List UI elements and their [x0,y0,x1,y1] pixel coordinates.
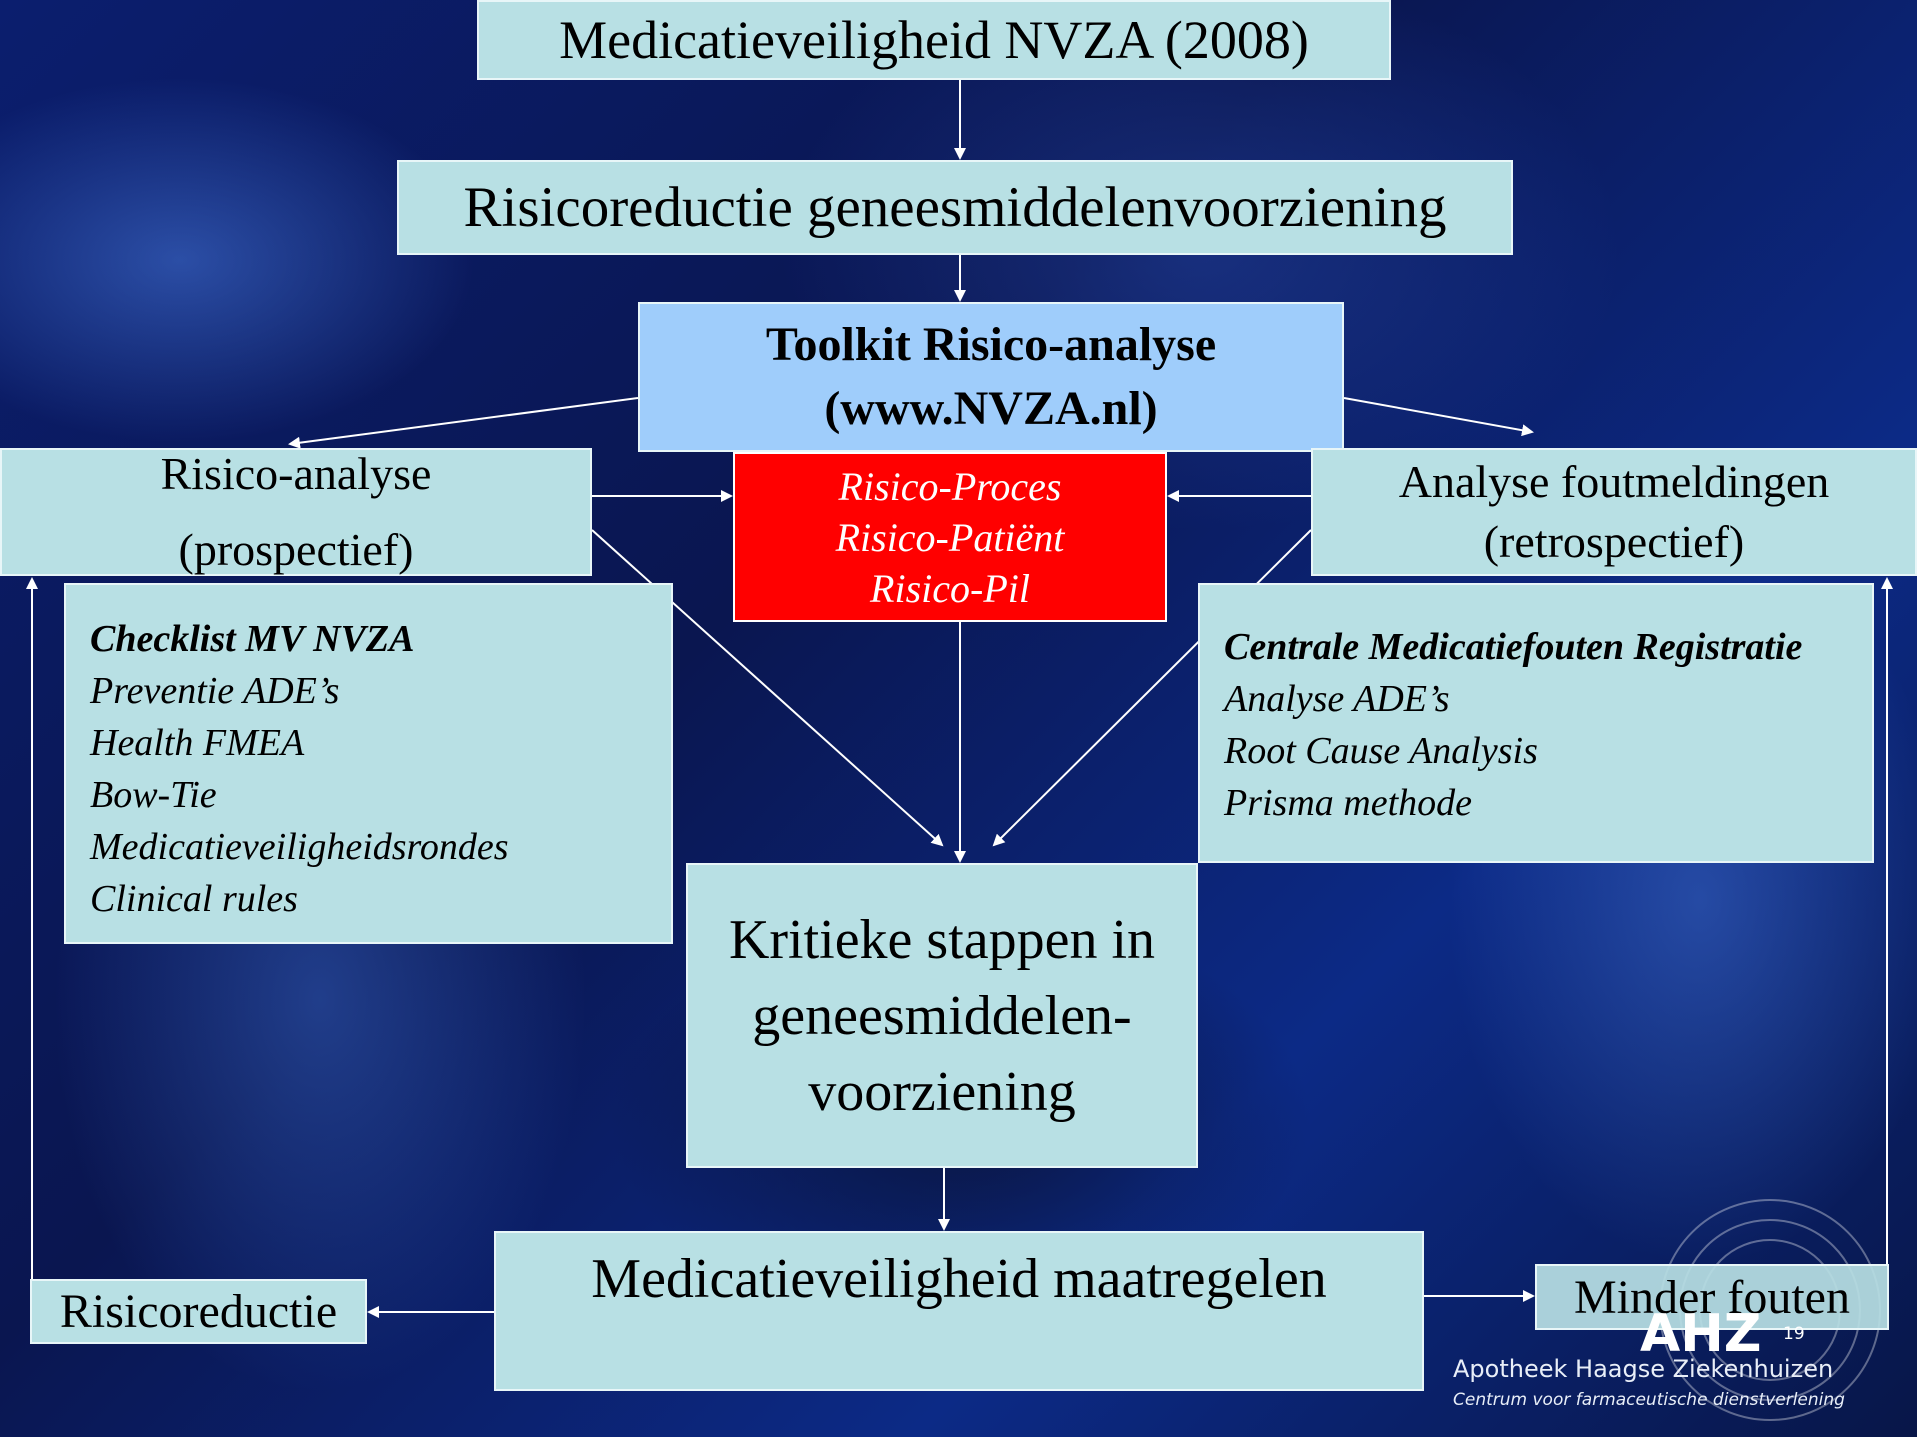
kritiek-line1: Kritieke stappen in [728,908,1156,971]
list-item: Checklist MV NVZA [90,618,415,660]
diagram-title-text: Medicatieveiligheid NVZA (2008) [559,10,1309,70]
minder-fouten-box: Minder fouten [1535,1264,1889,1330]
risk-types-box: Risico-Proces Risico-Patiënt Risico-Pil [733,452,1167,622]
risicoreductie-header-text: Risicoreductie geneesmiddelenvoorziening [463,176,1447,239]
list-item: Prisma methode [1224,782,1473,824]
arrow-right-to-kritiek [992,529,1312,847]
list-item: Health FMEA [90,722,305,764]
toolkit-line2: (www.NVZA.nl) [824,382,1158,435]
analyse-foutmeldingen-box: Analyse foutmeldingen (retrospectief) [1311,448,1917,576]
toolkit-line1: Toolkit Risico-analyse [765,318,1217,371]
risicoreductie-header-box: Risicoreductie geneesmiddelenvoorziening [397,160,1513,255]
prospectief-methods-list: Checklist MV NVZA Preventie ADE’s Health… [64,583,673,944]
kritieke-stappen-box: Kritieke stappen in geneesmiddelen- voor… [686,863,1198,1168]
risicoreductie-box: Risicoreductie [30,1279,367,1344]
retrospectief-methods-list: Centrale Medicatiefouten Registratie Ana… [1198,583,1874,863]
risk-item: Risico-Patiënt [835,514,1065,560]
logo-mark: AHZ [1640,1304,1762,1364]
list-item: Medicatieveiligheidsrondes [90,826,509,868]
analyse-foutmeldingen-line2: (retrospectief) [1483,516,1745,567]
list-item: Analyse ADE’s [1224,678,1450,720]
list-item: Root Cause Analysis [1224,730,1538,772]
analyse-foutmeldingen-line1: Analyse foutmeldingen [1398,456,1830,507]
maatregelen-text: Medicatieveiligheid maatregelen [591,1248,1327,1310]
list-item: Bow-Tie [90,774,217,816]
kritiek-line3: voorziening [808,1060,1076,1123]
risk-item: Risico-Proces [838,463,1062,509]
kritiek-line2: geneesmiddelen- [752,984,1132,1047]
arrow-toolkit-to-left [288,397,639,449]
logo-name: Apotheek Haagse Ziekenhuizen [1453,1355,1834,1383]
list-item: Centrale Medicatiefouten Registratie [1224,626,1803,668]
arrow-left-to-kritiek [591,529,944,847]
logo-subtitle: Centrum voor farmaceutische dienstverlen… [1453,1390,1845,1410]
minder-fouten-text: Minder fouten [1574,1270,1850,1324]
risico-analyse-line1: Risico-analyse [160,448,432,499]
diagram-title: Medicatieveiligheid NVZA (2008) [477,0,1391,80]
risk-item: Risico-Pil [870,565,1030,611]
toolkit-box: Toolkit Risico-analyse (www.NVZA.nl) [638,302,1344,452]
page-number: 19 [1783,1324,1805,1344]
arrow-toolkit-to-right [1343,397,1534,437]
list-item: Clinical rules [90,878,298,920]
risicoreductie-text: Risicoreductie [59,1285,338,1338]
risico-analyse-line2: (prospectief) [178,524,414,575]
risico-analyse-box: Risico-analyse (prospectief) [0,448,592,576]
list-item: Preventie ADE’s [90,670,340,712]
maatregelen-box: Medicatieveiligheid maatregelen [494,1231,1424,1391]
